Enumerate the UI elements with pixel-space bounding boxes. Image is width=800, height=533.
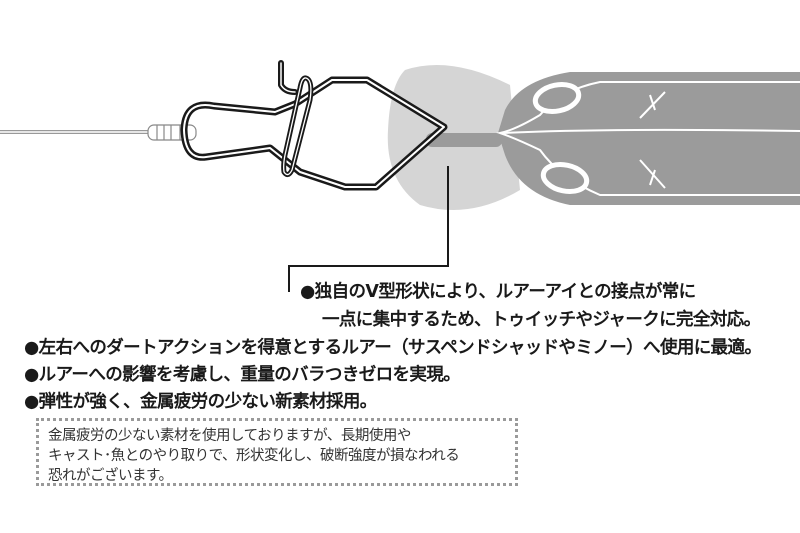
- caution-note-line: 金属疲労の少ない素材を使用しておりますが、長期使用や: [48, 428, 411, 444]
- callout-text-line2: 一点に集中するため、トゥイッチやジャークに完全対応。: [322, 310, 761, 330]
- feature-item: ●ルアーへの影響を考慮し、重量のバラつきゼロを実現。: [24, 365, 461, 385]
- caution-note-line: キャスト･魚とのやり取りで、形状変化し、破断強度が損なわれる: [48, 448, 460, 464]
- lure-fin-bottom: [639, 159, 666, 189]
- feature-item: ●弾性が強く、金属疲労の少ない新素材採用。: [24, 392, 377, 412]
- snap-wire: [180, 60, 448, 191]
- caution-note-line: 恐れがございます。: [48, 468, 173, 484]
- feature-item: ●左右へのダートアクションを得意とするルアー（サスペンドシャッドやミノー）へ使用…: [24, 338, 762, 358]
- lure-center-line: [502, 128, 800, 134]
- lure-line-eye: [426, 133, 502, 147]
- callout-text-line1: ●独自のV型形状により、ルアーアイとの接点が常に: [300, 282, 696, 302]
- caution-note-box: [36, 418, 518, 486]
- lure-eye-top: [532, 81, 582, 115]
- lure-eye-bottom: [540, 161, 590, 195]
- knot: [147, 124, 197, 141]
- callout-leader: [288, 166, 449, 292]
- lure-fin-top: [639, 91, 666, 119]
